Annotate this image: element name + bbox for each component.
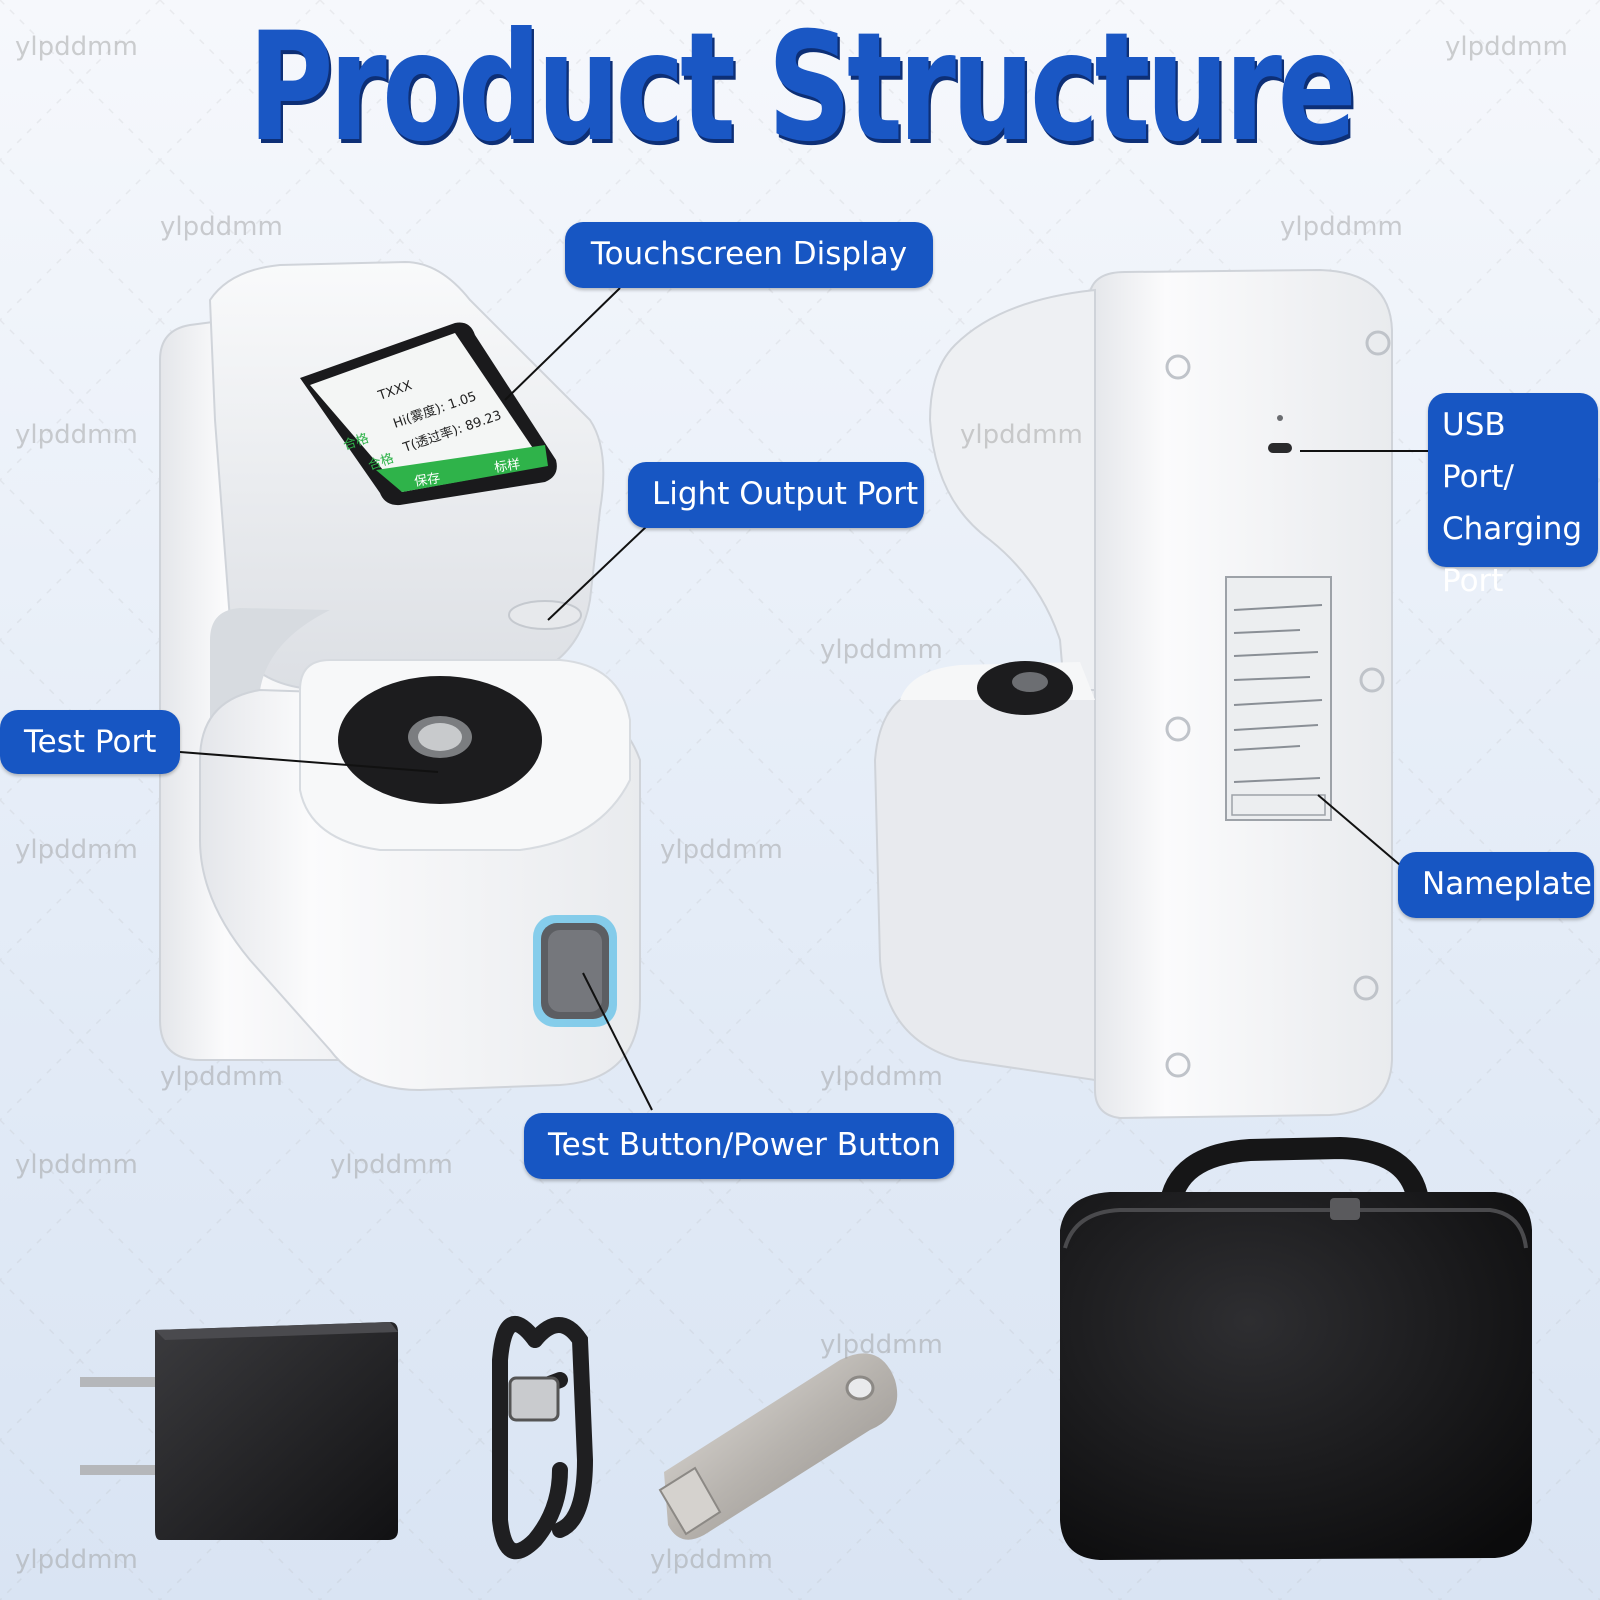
- watermark: ylpddmm: [820, 1330, 943, 1360]
- leader-lines: [179, 287, 1428, 1111]
- callout-test-port: Test Port: [0, 710, 180, 774]
- usb-flash-drive: [658, 1353, 898, 1540]
- watermark: ylpddmm: [160, 212, 283, 242]
- usb-c-port: [1268, 443, 1292, 453]
- watermark: ylpddmm: [15, 420, 138, 450]
- watermark: ylpddmm: [650, 1545, 773, 1575]
- watermark: ylpddmm: [15, 32, 138, 62]
- usb-c-cable: [492, 1316, 594, 1560]
- watermark: ylpddmm: [960, 420, 1083, 450]
- callout-nameplate: Nameplate: [1398, 852, 1594, 918]
- watermark: ylpddmm: [1280, 212, 1403, 242]
- watermark: ylpddmm: [15, 1150, 138, 1180]
- device-back-view: [873, 268, 1393, 1120]
- watermark: ylpddmm: [160, 1062, 283, 1092]
- watermark: ylpddmm: [660, 835, 783, 865]
- callout-touchscreen-display: Touchscreen Display: [565, 222, 933, 288]
- callout-test-power-button: Test Button/Power Button: [524, 1113, 954, 1179]
- watermark: ylpddmm: [330, 1150, 453, 1180]
- watermark: ylpddmm: [1445, 32, 1568, 62]
- device-front-view: TXXX Hi(雾度): 1.05 T(透过率): 89.23 合格 合格 保存…: [159, 260, 641, 1092]
- power-adapter: [80, 1322, 398, 1540]
- nameplate-label: [1225, 576, 1332, 821]
- callout-usb-charging-port: USB Port/ Charging Port: [1428, 393, 1598, 599]
- screen-button-left[interactable]: 保存: [413, 471, 441, 490]
- carrying-case: [1060, 1136, 1532, 1560]
- callout-light-output-port: Light Output Port: [628, 462, 924, 528]
- screen-button-right[interactable]: 标样: [493, 457, 521, 476]
- watermark: ylpddmm: [15, 835, 138, 865]
- watermark: ylpddmm: [820, 1062, 943, 1092]
- watermark: ylpddmm: [15, 1545, 138, 1575]
- page-title: Product Structure: [247, 1, 1357, 175]
- watermark: ylpddmm: [820, 635, 943, 665]
